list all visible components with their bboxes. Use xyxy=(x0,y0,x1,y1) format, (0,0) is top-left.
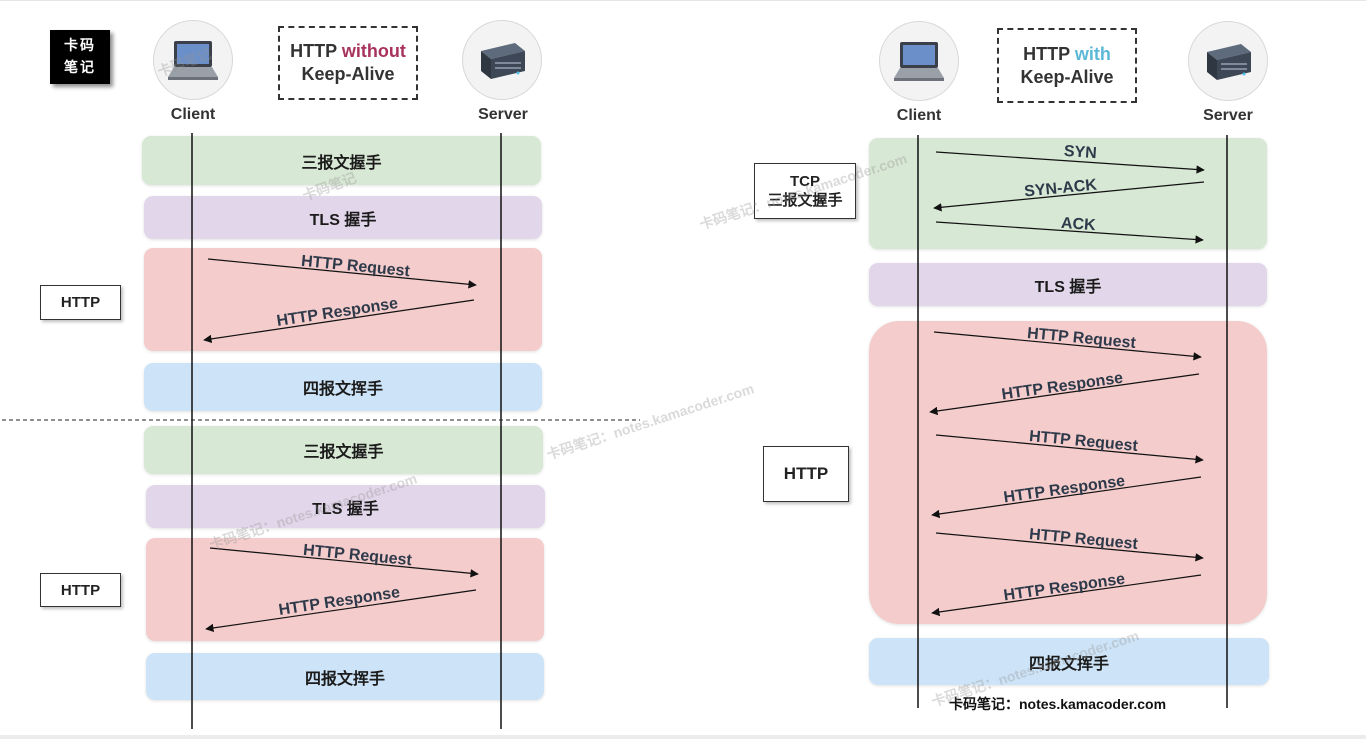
right-syn-arrow xyxy=(935,151,1205,174)
right-close-band: 四报文挥手 xyxy=(869,638,1269,685)
left-title-line-1: HTTP without xyxy=(290,40,406,63)
right-title-line-1: HTTP with xyxy=(1023,43,1111,66)
right-title-box: HTTP with Keep-Alive xyxy=(997,28,1137,103)
right-request-label-3: HTTP Request xyxy=(1028,526,1139,553)
left-close-band-1: 四报文挥手 xyxy=(144,363,542,411)
left-tls-handshake-band-1: TLS 握手 xyxy=(144,196,542,239)
right-syn-label: SYN xyxy=(1063,143,1097,162)
client-laptop-icon xyxy=(153,20,233,100)
right-tcp-box: TCP 三报文握手 xyxy=(754,163,856,219)
right-synack-label: SYN-ACK xyxy=(1023,177,1098,201)
left-request-label-2: HTTP Request xyxy=(302,542,413,569)
left-tcp-handshake-band-2: 三报文握手 xyxy=(144,426,543,474)
left-client-label: Client xyxy=(170,106,216,123)
left-response-label-1: HTTP Response xyxy=(276,295,400,330)
left-request-arrow-2 xyxy=(209,547,479,578)
right-response-label-2: HTTP Response xyxy=(1003,473,1127,507)
left-http-band-1 xyxy=(144,248,542,351)
top-border xyxy=(0,0,1366,1)
left-tls-handshake-band-2: TLS 握手 xyxy=(146,485,545,528)
left-request-label-1: HTTP Request xyxy=(300,253,411,280)
left-request-arrow-1 xyxy=(207,258,477,289)
left-title-box: HTTP without Keep-Alive xyxy=(278,26,418,100)
server-icon xyxy=(462,20,542,100)
left-http-box-1: HTTP xyxy=(40,285,121,320)
left-title-highlight: without xyxy=(341,41,406,61)
left-response-arrow-1 xyxy=(203,299,475,344)
left-close-band-2: 四报文挥手 xyxy=(146,653,544,700)
logo-line-2: 笔记 xyxy=(64,60,96,76)
left-server-label: Server xyxy=(478,106,528,123)
right-title-suffix: Keep-Alive xyxy=(1020,66,1114,87)
right-ack-label: ACK xyxy=(1060,215,1096,234)
right-response-arrow-3 xyxy=(931,574,1202,617)
right-synack-arrow xyxy=(933,181,1205,212)
right-request-label-1: HTTP Request xyxy=(1026,325,1137,352)
right-tcp-box-line-1: TCP xyxy=(790,173,820,190)
left-title-prefix: HTTP xyxy=(290,41,337,61)
right-footer: 卡码笔记：notes.kamacoder.com xyxy=(949,696,1167,712)
bottom-border xyxy=(0,735,1366,739)
right-tls-handshake-band: TLS 握手 xyxy=(869,263,1267,306)
logo-line-1: 卡码 xyxy=(64,38,96,54)
right-request-arrow-2 xyxy=(935,434,1204,464)
left-http-box-2: HTTP xyxy=(40,573,121,607)
right-http-box: HTTP xyxy=(763,446,849,502)
right-request-label-2: HTTP Request xyxy=(1028,428,1139,455)
kama-logo: 卡码 笔记 xyxy=(50,30,110,84)
left-tcp-handshake-band-1: 三报文握手 xyxy=(142,136,541,185)
right-tcp-box-line-2: 三报文握手 xyxy=(767,192,843,209)
right-title-highlight: with xyxy=(1074,43,1111,64)
left-response-arrow-2 xyxy=(205,589,477,633)
right-response-label-1: HTTP Response xyxy=(1001,370,1125,404)
right-server-label: Server xyxy=(1203,107,1253,124)
right-response-label-3: HTTP Response xyxy=(1003,571,1127,605)
right-response-arrow-2 xyxy=(931,476,1202,519)
right-ack-arrow xyxy=(935,221,1204,244)
right-http-band xyxy=(869,321,1267,624)
right-response-arrow-1 xyxy=(929,373,1200,416)
left-title-suffix: Keep-Alive xyxy=(301,64,395,84)
right-request-arrow-3 xyxy=(935,532,1204,562)
right-client-label: Client xyxy=(896,107,942,124)
server-icon xyxy=(1188,21,1268,101)
right-title-prefix: HTTP xyxy=(1023,43,1070,64)
left-response-label-2: HTTP Response xyxy=(278,584,402,619)
client-laptop-icon xyxy=(879,21,959,101)
right-request-arrow-1 xyxy=(933,331,1202,361)
